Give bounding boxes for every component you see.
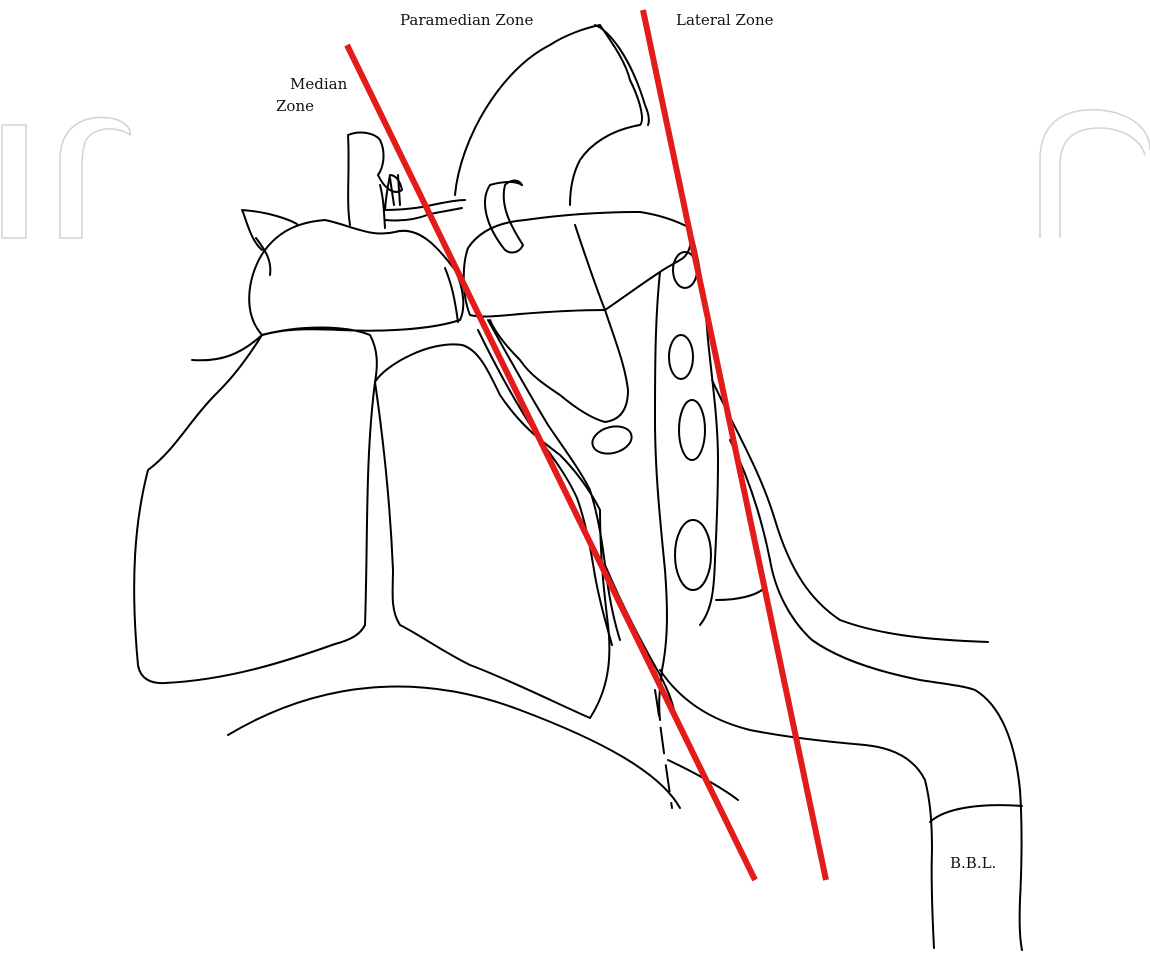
median-zone-label-line2: Zone [276, 97, 314, 115]
lateral-zone-label: Lateral Zone [676, 11, 774, 29]
watermark [2, 110, 1150, 238]
paramedian-zone-line [347, 45, 755, 880]
median-zone-label-line1: Median [290, 75, 348, 93]
paramedian-zone-label: Paramedian Zone [400, 11, 533, 29]
anatomy-outline [134, 25, 1022, 950]
bbl-label: B.B.L. [950, 854, 996, 872]
lateral-zone-line [643, 10, 826, 880]
